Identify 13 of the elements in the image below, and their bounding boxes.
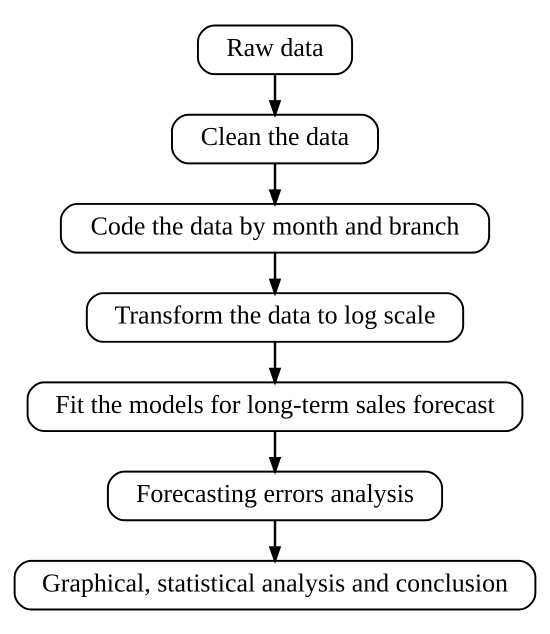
node-box: Forecasting errors analysis	[106, 470, 444, 521]
node-box: Code the data by month and branch	[60, 202, 490, 254]
node-box: Fit the models for long-term sales forecast	[26, 380, 524, 432]
arrow	[268, 430, 282, 474]
arrow	[268, 520, 282, 564]
node-box: Graphical, statistical analysis and conclusion	[14, 559, 536, 610]
arrow	[268, 163, 282, 207]
arrow	[268, 74, 282, 118]
node-box: Raw data	[196, 24, 354, 75]
node-box: Transform the data to log scale	[86, 292, 464, 342]
arrow	[268, 252, 282, 296]
node-box: Clean the data	[171, 113, 379, 164]
arrow	[268, 342, 282, 386]
